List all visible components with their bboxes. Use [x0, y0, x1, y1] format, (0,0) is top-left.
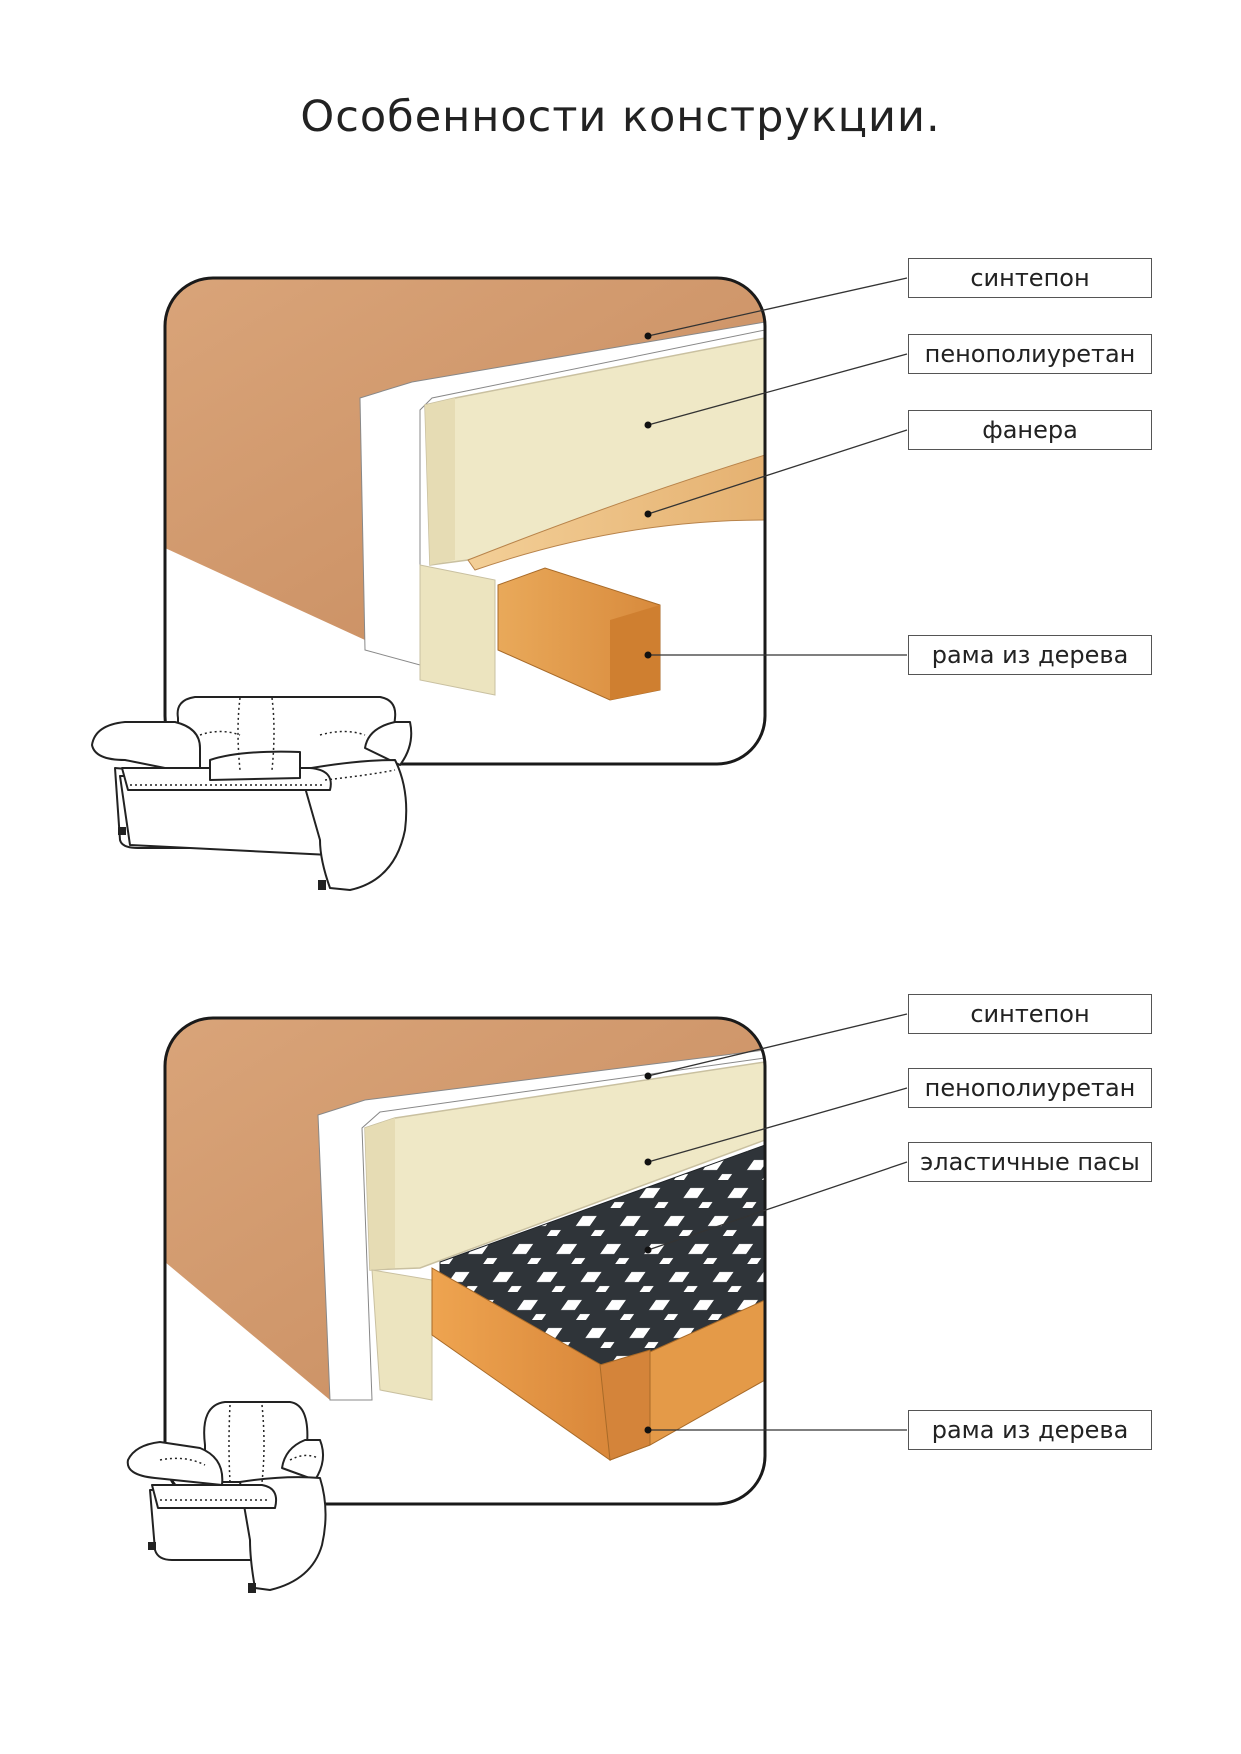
label-polyurethane-foam: пенополиуретан — [908, 334, 1152, 374]
label-plywood: фанера — [908, 410, 1152, 450]
label-wooden-frame: рама из дерева — [908, 635, 1152, 675]
armchair-cross-section-illustration — [126, 1013, 908, 1593]
sofa-construction-diagram: синтепон пенополиуретан фанера рама из д… — [91, 258, 1152, 891]
sofa-cross-section-illustration — [91, 276, 908, 891]
label-polyurethane-foam: пенополиуретан — [908, 1068, 1152, 1108]
upholstery-fabric — [165, 278, 765, 640]
page-title: Особенности конструкции. — [300, 92, 941, 142]
armchair-icon — [126, 1401, 327, 1591]
detail-frame — [163, 1016, 767, 1506]
label-synthetic-padding: синтепон — [908, 994, 1152, 1034]
detail-frame — [163, 276, 767, 766]
label-elastic-belts: эластичные пасы — [908, 1142, 1152, 1182]
plywood-sheet — [467, 454, 765, 571]
armchair-construction-diagram: синтепон пенополиуретан эластичные пасы … — [0, 900, 1241, 1754]
label-synthetic-padding: синтепон — [908, 258, 1152, 298]
sofa-icon — [91, 696, 413, 891]
upholstery-fabric — [165, 1018, 765, 1400]
label-wooden-frame: рама из дерева — [908, 1410, 1152, 1450]
